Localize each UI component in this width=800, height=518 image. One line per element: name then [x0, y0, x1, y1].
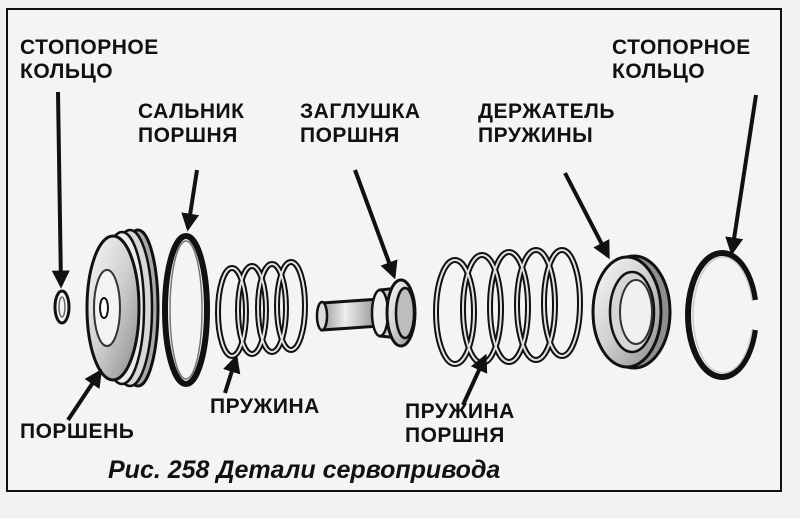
retaining-ring-right-part	[685, 250, 758, 380]
label-spring-retainer: ДЕРЖАТЕЛЬ ПРУЖИНЫ	[478, 100, 615, 148]
arrow-spring	[223, 354, 241, 394]
arrow-piston-seal	[181, 169, 200, 232]
spring-retainer-part	[591, 254, 672, 370]
label-line: САЛЬНИК	[138, 100, 245, 123]
label-line: ПРУЖИНА	[405, 400, 515, 423]
label-piston-plug: ЗАГЛУШКА ПОРШНЯ	[300, 100, 421, 148]
label-line: ЗАГЛУШКА	[300, 100, 421, 123]
label-line: КОЛЬЦО	[612, 60, 706, 83]
arrow-retaining-ring-right	[725, 94, 758, 256]
label-line: СТОПОРНОЕ	[612, 36, 751, 59]
label-line: ПРУЖИНА	[210, 395, 320, 418]
label-line: ПОРШЕНЬ	[20, 420, 135, 443]
label-retaining-ring-right: СТОПОРНОЕ КОЛЬЦО	[612, 36, 751, 84]
label-line: ДЕРЖАТЕЛЬ	[478, 100, 615, 123]
label-line: СТОПОРНОЕ	[20, 36, 159, 59]
arrow-piston-spring	[461, 353, 488, 406]
label-line: ПОРШНЯ	[138, 124, 238, 147]
arrow-piston	[66, 369, 102, 422]
label-line: ПОРШНЯ	[405, 424, 505, 447]
label-piston: ПОРШЕНЬ	[20, 420, 134, 444]
leader-arrows	[51, 91, 758, 422]
label-retaining-ring-left: СТОПОРНОЕ КОЛЬЦО	[20, 36, 159, 84]
arrow-piston-plug	[353, 169, 398, 280]
retaining-ring-left-part	[53, 289, 71, 325]
label-piston-spring: ПРУЖИНА ПОРШНЯ	[405, 400, 515, 448]
piston-plug-part	[315, 278, 417, 348]
spring-part	[215, 259, 308, 359]
piston-spring-part	[433, 247, 583, 367]
piston-seal-part	[162, 233, 210, 387]
piston-part	[85, 228, 160, 388]
arrow-spring-retainer	[563, 172, 610, 260]
label-line: КОЛЬЦО	[20, 60, 114, 83]
label-piston-seal: САЛЬНИК ПОРШНЯ	[138, 100, 244, 148]
label-spring: ПРУЖИНА	[210, 395, 320, 419]
label-line: ПОРШНЯ	[300, 124, 400, 147]
arrow-retaining-ring-left	[51, 91, 70, 289]
label-line: ПРУЖИНЫ	[478, 124, 594, 147]
figure-caption: Рис. 258 Детали сервопривода	[108, 456, 501, 484]
